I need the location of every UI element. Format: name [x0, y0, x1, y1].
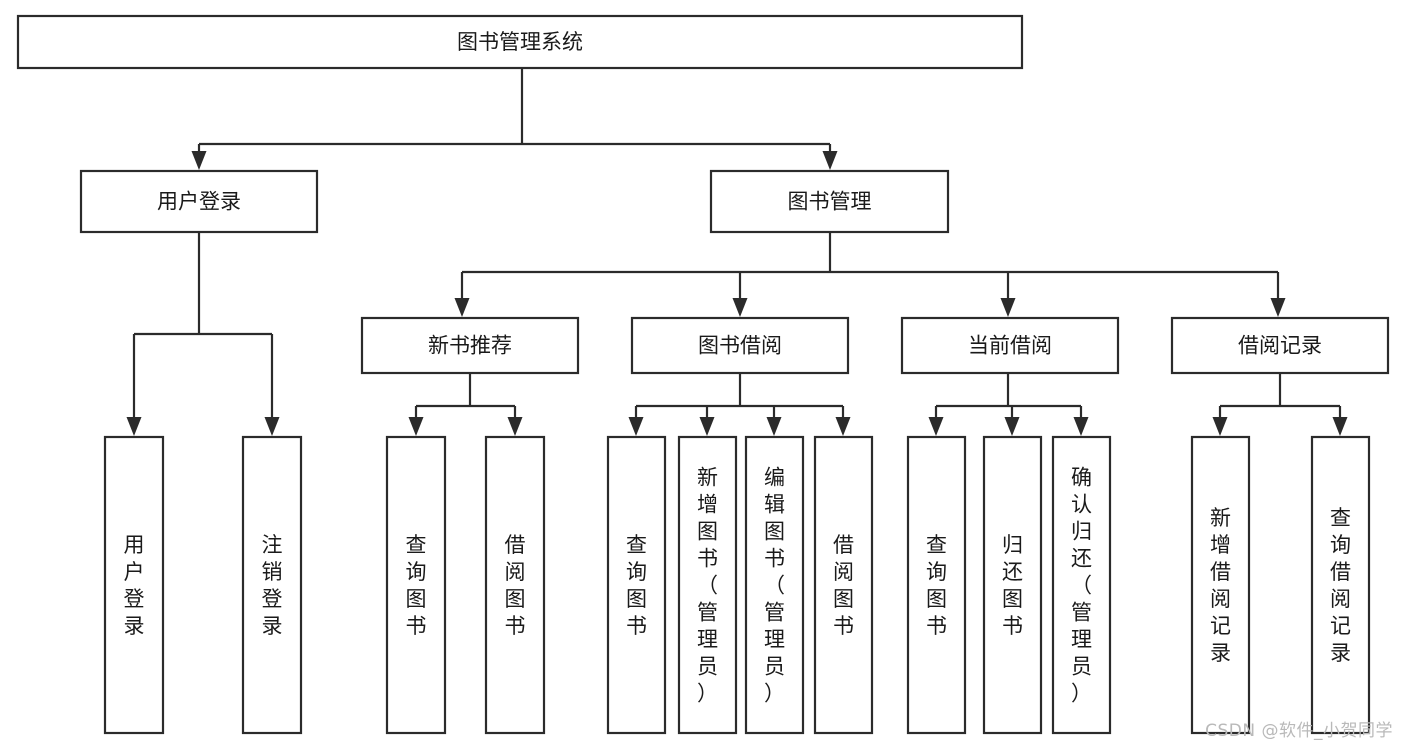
node-book-borrow[interactable]: 图书借阅 — [630, 316, 850, 375]
node-box[interactable] — [103, 435, 165, 735]
node-leaf-query-book-current[interactable]: 查询图书 — [906, 435, 967, 735]
node-leaf-borrow-book[interactable]: 借阅图书 — [813, 435, 874, 735]
arrow-head-icon — [126, 417, 142, 436]
arrow-head-icon — [928, 417, 944, 436]
node-box[interactable] — [709, 169, 950, 234]
arrow-head-icon — [1004, 417, 1020, 436]
node-leaf-user-login[interactable]: 用户登录 — [103, 435, 165, 735]
node-label: 查询图书 — [926, 533, 947, 638]
nodes-layer: 图书管理系统用户登录图书管理新书推荐图书借阅当前借阅借阅记录用户登录注销登录查询… — [16, 14, 1390, 735]
node-label: 图书借阅 — [698, 334, 782, 358]
node-book-management[interactable]: 图书管理 — [709, 169, 950, 234]
node-leaf-edit-book-admin[interactable]: 编辑图书（管理员） — [744, 435, 805, 735]
node-leaf-logout[interactable]: 注销登录 — [241, 435, 303, 735]
node-leaf-add-book-admin[interactable]: 新增图书（管理员） — [677, 435, 738, 735]
arrow-head-icon — [408, 417, 424, 436]
connectors-layer — [126, 68, 1348, 436]
node-label: 查询借阅记录 — [1330, 506, 1351, 665]
arrow-head-icon — [835, 417, 851, 436]
node-root[interactable]: 图书管理系统 — [16, 14, 1024, 70]
node-label: 新增图书（管理员） — [697, 466, 718, 706]
node-label: 图书管理系统 — [457, 30, 583, 54]
node-label: 图书管理 — [788, 190, 872, 214]
node-box[interactable] — [16, 14, 1024, 70]
node-user-login[interactable]: 用户登录 — [79, 169, 319, 234]
node-box[interactable] — [900, 316, 1120, 375]
node-label: 确认归还（管理员） — [1071, 466, 1092, 706]
arrow-head-icon — [822, 151, 838, 170]
node-label: 编辑图书（管理员） — [764, 466, 785, 706]
arrow-head-icon — [264, 417, 280, 436]
node-leaf-return-book[interactable]: 归还图书 — [982, 435, 1043, 735]
arrow-head-icon — [507, 417, 523, 436]
node-new-book-recommend[interactable]: 新书推荐 — [360, 316, 580, 375]
node-label: 查询图书 — [406, 533, 427, 638]
node-label: 借阅记录 — [1238, 334, 1322, 358]
node-box[interactable] — [630, 316, 850, 375]
node-box[interactable] — [241, 435, 303, 735]
arrow-head-icon — [454, 298, 470, 317]
node-box[interactable] — [606, 435, 667, 735]
arrow-head-icon — [699, 417, 715, 436]
node-box[interactable] — [813, 435, 874, 735]
arrow-head-icon — [732, 298, 748, 317]
node-label: 用户登录 — [157, 190, 241, 214]
node-label: 借阅图书 — [833, 533, 854, 638]
node-leaf-add-borrow-record[interactable]: 新增借阅记录 — [1190, 435, 1251, 735]
node-label: 归还图书 — [1002, 533, 1023, 638]
node-box[interactable] — [1310, 435, 1371, 735]
node-box[interactable] — [484, 435, 546, 735]
node-current-borrow[interactable]: 当前借阅 — [900, 316, 1120, 375]
node-box[interactable] — [79, 169, 319, 234]
csdn-watermark: CSDN @软件_小贺同学 — [1205, 721, 1393, 741]
node-box[interactable] — [744, 435, 805, 735]
node-label: 新增借阅记录 — [1210, 506, 1231, 665]
node-leaf-query-book-recommend[interactable]: 查询图书 — [385, 435, 447, 735]
node-label: 查询图书 — [626, 533, 647, 638]
node-box[interactable] — [1051, 435, 1112, 735]
node-label: 用户登录 — [124, 533, 145, 638]
arrow-head-icon — [1332, 417, 1348, 436]
arrow-head-icon — [628, 417, 644, 436]
arrow-head-icon — [1000, 298, 1016, 317]
node-leaf-query-borrow-record[interactable]: 查询借阅记录 — [1310, 435, 1371, 735]
node-label: 新书推荐 — [428, 334, 512, 358]
arrow-head-icon — [191, 151, 207, 170]
node-label: 借阅图书 — [505, 533, 526, 638]
node-box[interactable] — [385, 435, 447, 735]
node-leaf-confirm-return-admin[interactable]: 确认归还（管理员） — [1051, 435, 1112, 735]
node-label: 注销登录 — [262, 533, 283, 638]
node-label: 当前借阅 — [968, 334, 1052, 358]
node-box[interactable] — [982, 435, 1043, 735]
arrow-head-icon — [1073, 417, 1089, 436]
node-box[interactable] — [1170, 316, 1390, 375]
node-box[interactable] — [677, 435, 738, 735]
node-borrow-records[interactable]: 借阅记录 — [1170, 316, 1390, 375]
arrow-head-icon — [766, 417, 782, 436]
arrow-head-icon — [1270, 298, 1286, 317]
node-box[interactable] — [1190, 435, 1251, 735]
node-leaf-query-book-borrow[interactable]: 查询图书 — [606, 435, 667, 735]
node-leaf-borrow-book-recommend[interactable]: 借阅图书 — [484, 435, 546, 735]
node-box[interactable] — [906, 435, 967, 735]
node-box[interactable] — [360, 316, 580, 375]
arrow-head-icon — [1212, 417, 1228, 436]
